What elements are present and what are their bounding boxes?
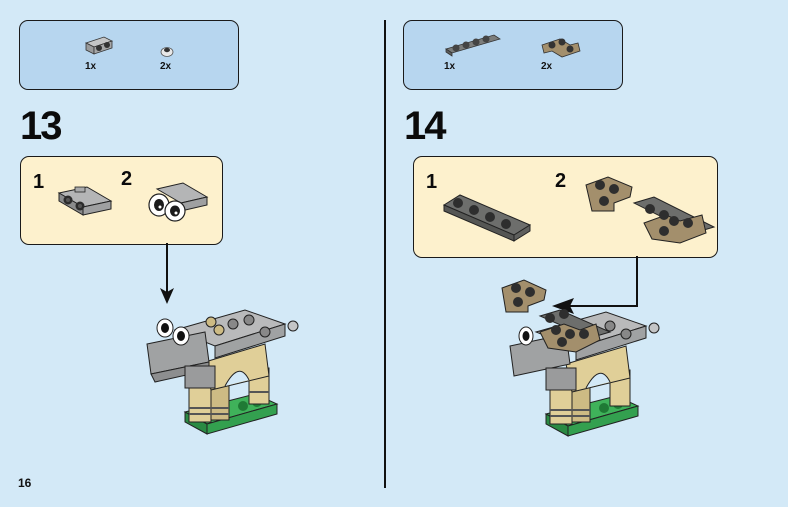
substep-box-step-13: 1 2 <box>20 156 223 245</box>
part-qty: 2x <box>160 61 172 72</box>
step-number: 14 <box>404 104 446 148</box>
parts-list-step-13: 1x 2x <box>19 20 239 90</box>
substep-number: 2 <box>121 168 133 190</box>
reindeer-model-illustration <box>146 309 299 435</box>
assembly-arrow-line <box>166 243 168 293</box>
antlers-assembly-illustration <box>585 176 716 244</box>
part-qty: 1x <box>444 61 456 72</box>
substep-box-step-14: 1 2 <box>413 156 718 258</box>
arrow-left-icon <box>552 298 574 314</box>
step-number: 13 <box>20 104 62 148</box>
round-eye-tile-icon <box>160 47 174 57</box>
arrow-down-icon <box>160 288 174 304</box>
bracket-plate-illustration <box>57 186 113 216</box>
plate-1x4-illustration <box>442 194 532 242</box>
assembly-arrow-line <box>636 256 638 306</box>
bracket-with-eyes-illustration <box>148 182 209 222</box>
part-qty: 2x <box>541 61 553 72</box>
assembly-arrow-line <box>570 305 638 307</box>
parts-list-step-14: 1x 2x <box>403 20 623 90</box>
corner-plate-part-icon <box>541 38 581 58</box>
part-qty: 1x <box>85 61 97 72</box>
page-number: 16 <box>18 476 32 490</box>
reindeer-model-with-antlers-illustration <box>501 279 660 437</box>
plate-1x4-part-icon <box>445 34 501 57</box>
substep-number: 1 <box>33 171 45 193</box>
page-divider <box>384 20 386 488</box>
substep-number: 2 <box>555 170 567 192</box>
bracket-part-icon <box>84 36 114 55</box>
substep-number: 1 <box>426 171 438 193</box>
